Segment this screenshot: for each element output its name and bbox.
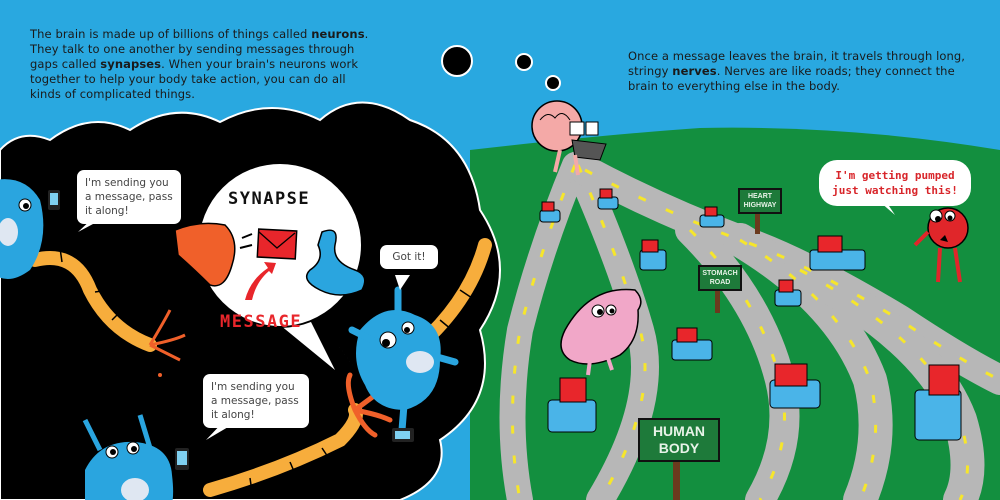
speech-bubble-neuron-right: Got it! <box>380 245 438 269</box>
synapse-diagram <box>174 162 370 390</box>
speech-bubble-neuron-top-left: I'm sending you a message, pass it along… <box>77 170 181 224</box>
arrow-icon <box>245 262 276 300</box>
paragraph-text: The brain is made up of billions of thin… <box>30 27 312 41</box>
left-page-paragraph: The brain is made up of billions of thin… <box>30 27 370 102</box>
right-page-paragraph: Once a message leaves the brain, it trav… <box>628 49 973 94</box>
paragraph-text: . Nerves are like roads; they connect th… <box>628 64 955 93</box>
neuron-right <box>348 286 459 442</box>
synapse-title: SYNAPSE <box>228 189 311 209</box>
brain-character <box>531 100 607 176</box>
paragraph-text: Once a message leaves the brain, it trav… <box>628 49 966 78</box>
presynaptic-terminal <box>174 222 236 287</box>
paragraph-text: . They talk to one another by sending me… <box>30 27 369 71</box>
neuron-bottom <box>82 414 189 500</box>
postsynaptic-terminal <box>305 229 366 296</box>
thought-dots <box>441 45 561 91</box>
heart-character <box>913 207 969 283</box>
message-trucks <box>539 188 962 441</box>
message-label: MESSAGE <box>220 312 303 332</box>
envelope-icon <box>256 228 298 260</box>
term-synapses: synapses <box>100 57 162 71</box>
speech-bubble-neuron-bottom: I'm sending you a message, pass it along… <box>203 374 309 428</box>
term-neurons: neurons <box>311 27 365 41</box>
sign-human-body: HUMAN BODY <box>638 418 720 462</box>
paragraph-text: . When your brain's neurons work togethe… <box>30 57 359 101</box>
neuron-top-left <box>0 179 60 279</box>
term-nerves: nerves <box>672 64 717 78</box>
stomach-character <box>560 288 642 376</box>
sign-heart-highway: HEART HIGHWAY <box>738 188 782 214</box>
sign-stomach-road: STOMACH ROAD <box>698 265 742 291</box>
speech-bubble-heart: I'm getting pumped just watching this! <box>819 160 971 206</box>
